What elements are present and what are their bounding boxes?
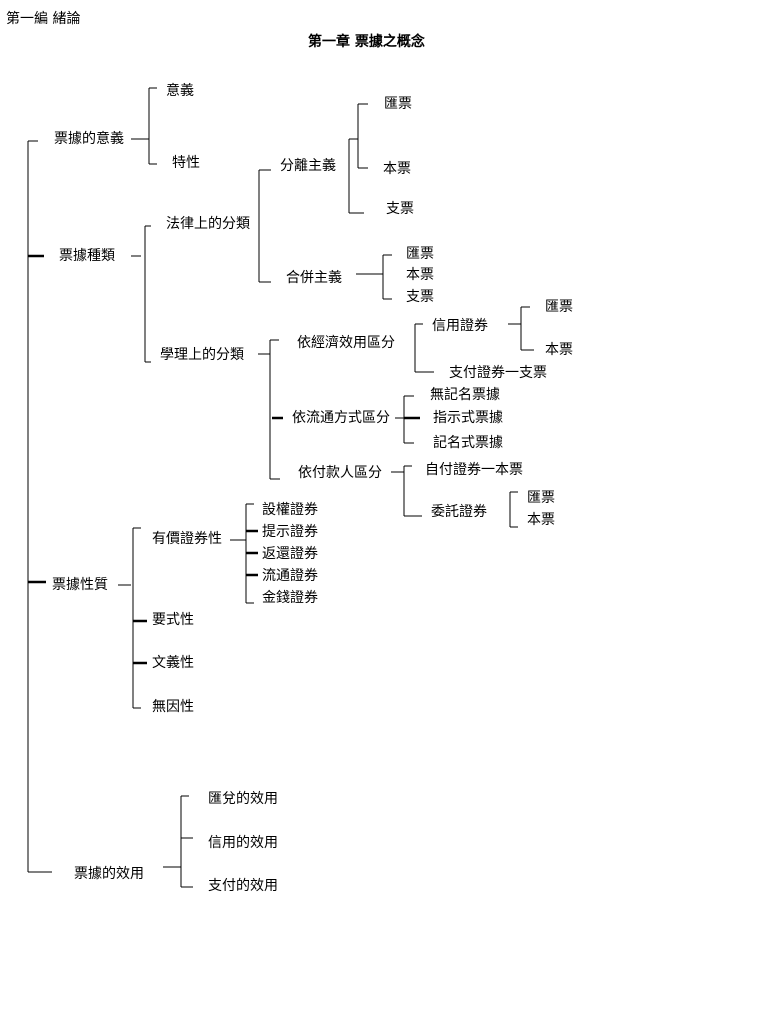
node-separatism-check: 支票 — [386, 201, 414, 217]
node-rights-creating: 設權證券 — [262, 502, 318, 518]
node-bill-types: 票據種類 — [59, 248, 115, 264]
node-separatism: 分離主義 — [280, 158, 336, 174]
node-literalness: 文義性 — [152, 655, 194, 671]
node-combinism: 合併主義 — [286, 270, 342, 286]
node-separatism-promissory: 本票 — [383, 161, 411, 177]
node-credit-securities: 信用證券 — [432, 318, 488, 334]
node-order-bill: 指示式票據 — [433, 410, 503, 426]
node-credit-promissory: 本票 — [545, 342, 573, 358]
node-bill-meaning: 票據的意義 — [54, 131, 124, 147]
node-presentment: 提示證券 — [262, 524, 318, 540]
node-bill-effect: 票據的效用 — [74, 866, 144, 882]
node-payment-securities: 支付證券一支票 — [449, 365, 547, 381]
node-meaning-characteristics: 特性 — [172, 155, 200, 171]
node-return: 返還證券 — [262, 546, 318, 562]
node-meaning-definition: 意義 — [166, 83, 194, 99]
node-separatism-draft: 匯票 — [384, 96, 412, 112]
node-academic-classification: 學理上的分類 — [160, 347, 244, 363]
node-entrusted-promissory: 本票 — [527, 512, 555, 528]
node-combinism-promissory: 本票 — [406, 267, 434, 283]
chapter-title: 第一章 票據之概念 — [308, 34, 425, 50]
node-named-bill: 記名式票據 — [433, 435, 503, 451]
node-by-payer: 依付款人區分 — [298, 465, 382, 481]
node-by-economic-effect: 依經濟效用區分 — [297, 335, 395, 351]
node-circulating: 流通證券 — [262, 568, 318, 584]
node-entrusted-securities: 委託證券 — [431, 504, 487, 520]
node-bearer-bill: 無記名票據 — [430, 387, 500, 403]
node-credit-effect: 信用的效用 — [208, 835, 278, 851]
section-heading: 第一編 緒論 — [6, 11, 81, 27]
node-formality: 要式性 — [152, 612, 194, 628]
node-combinism-check: 支票 — [406, 289, 434, 305]
node-legal-classification: 法律上的分類 — [166, 216, 250, 232]
node-exchange-effect: 匯兌的效用 — [208, 791, 278, 807]
node-combinism-draft: 匯票 — [406, 246, 434, 262]
node-payment-effect: 支付的效用 — [208, 878, 278, 894]
node-monetary: 金錢證券 — [262, 590, 318, 606]
node-entrusted-draft: 匯票 — [527, 490, 555, 506]
node-valuable-securities: 有價證券性 — [152, 531, 222, 547]
node-bill-nature: 票據性質 — [52, 577, 108, 593]
node-abstractness: 無因性 — [152, 699, 194, 715]
node-self-payment: 自付證券一本票 — [425, 462, 523, 478]
node-by-circulation: 依流通方式區分 — [292, 410, 390, 426]
node-credit-draft: 匯票 — [545, 299, 573, 315]
